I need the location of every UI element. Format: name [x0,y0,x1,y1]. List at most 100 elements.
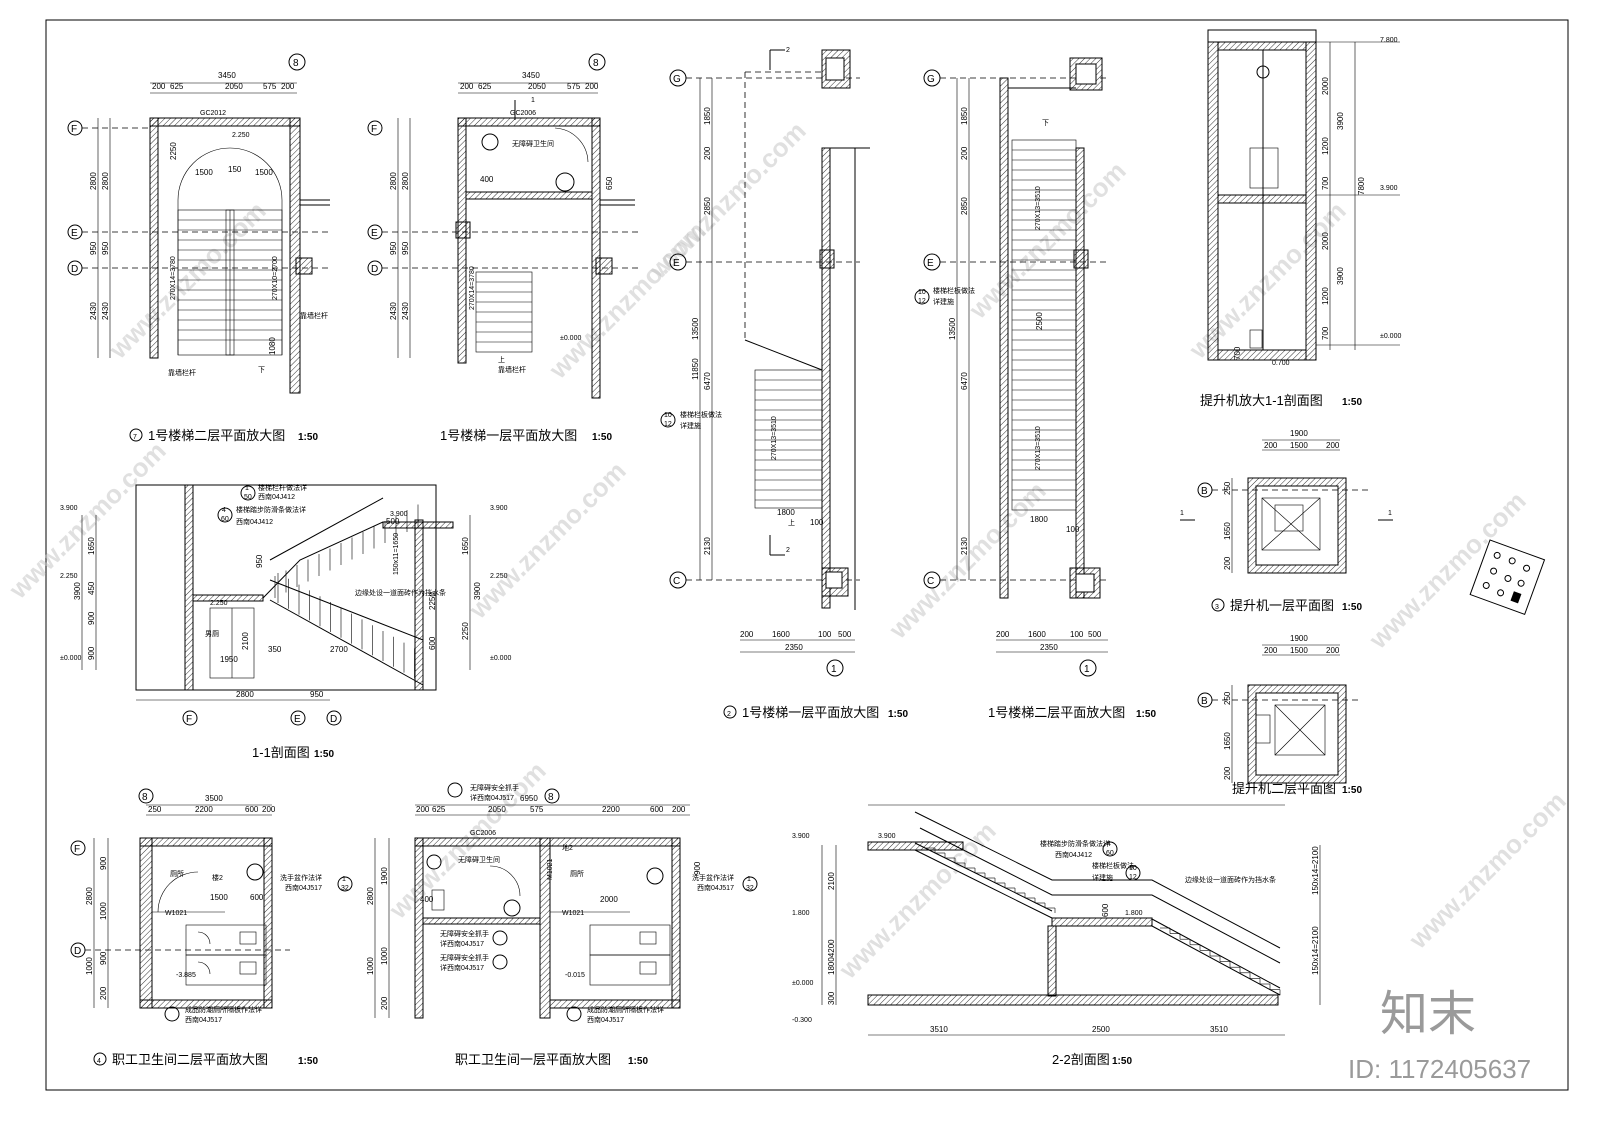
dim-text: 1850 [960,107,969,125]
dim-text: 2800 [389,172,398,190]
dim-text: 400 [420,895,434,904]
stair-dim: 270X13=3510 [1035,186,1042,230]
dim-text: 1200 [1321,137,1330,155]
room-label: 无障碍卫生间 [512,139,554,148]
watermark-text: www.znzmo.com [642,116,811,285]
ref-num: 60 [221,516,229,523]
ref-num: 1 [342,876,346,883]
plan-lift-floor2: 1900 200 1500 200 B 250 1650 200 提升机二层平面… [1197,634,1362,796]
level-text: 2.250 [60,573,78,580]
dim-text: 950 [255,554,264,568]
drawing-title: 2-2剖面图 [1052,1052,1110,1067]
dim-text: 1000 [366,957,375,975]
qr-stamp [1469,539,1546,615]
drawing-number: 4 [97,1058,101,1065]
watermark-text: www.znzmo.com [882,476,1051,645]
dim-text: 2050 [225,82,243,91]
note-text: 楼梯栏板做法 [680,410,722,419]
stair-treads [476,281,532,343]
dim-text: 2800 [101,172,110,190]
section-mark: 2 [786,47,790,54]
axis-G: G [673,74,681,85]
dim-text: 2500 [1092,1025,1110,1034]
note-text: 西南04J517 [587,1015,624,1024]
dim-text: 1800 [1030,515,1048,524]
dim-text: 575 [530,805,544,814]
dim-text: 300 [827,991,836,1005]
dim-text: 200 [1223,766,1232,780]
section-mark: 1 [531,97,535,104]
dim-text: 2000 [1321,77,1330,95]
dim-text: 1650 [461,537,470,555]
dim-text: 200 [703,146,712,160]
dim-text: 1650 [1223,732,1232,750]
axis-E: E [927,258,934,269]
drawing-scale: 1:50 [1136,709,1156,720]
ref-num: 12 [1129,874,1137,881]
dim-text: 900 [99,856,108,870]
dim-text: 700 [1233,346,1242,360]
note-text: 西南04J412 [236,517,273,526]
drawing-scale: 1:50 [314,749,334,760]
dim-text: 2130 [703,537,712,555]
dim-text: 100 [1066,525,1080,534]
dim-text: 1850 [703,107,712,125]
watermark-text: www.znzmo.com [462,456,631,625]
dim-text: 2200 [195,805,213,814]
level-text: 3.900 [878,833,896,840]
dim-text: 200 [281,82,295,91]
dim-text: 1080 [268,337,277,355]
stair-dim: 270X14=3780 [469,266,476,310]
dim-text: 1000 [99,902,108,920]
dim-text: 1900 [380,867,389,885]
dim-text: 18004200 [827,939,836,975]
ref-num: 60 [1106,850,1114,857]
dim-text: 700 [1321,326,1330,340]
dim-text: 500 [1088,630,1102,639]
note-text: 详建施 [933,297,954,306]
axis-F: F [371,124,377,135]
drawing-title: 1号楼梯二层平面放大图 [988,705,1125,720]
dim-text: 200 [416,805,430,814]
dim-text: 250 [1223,481,1232,495]
dim-text: 625 [170,82,184,91]
note-text: 楼梯栏板做法 [933,286,975,295]
dim-text: 700 [1321,176,1330,190]
axis-D: D [330,714,337,725]
dim-text: 6470 [960,372,969,390]
dim-text: 950 [101,241,110,255]
dim-text: 2800 [85,887,94,905]
plan-stair1-floor2: 3450 200 625 2050 575 200 8 GC2012 [67,53,330,443]
dim-text: 200 [1326,441,1340,450]
section-lift-1-1: 2000 1200 700 2000 1200 700 3900 3900 78… [1200,29,1401,408]
note-text: 楼梯栏杆做法详 [258,483,307,492]
level-text: ±0.000 [560,335,581,342]
note-text: 无障碍安全抓手 [470,783,519,792]
rail-label: 靠墙栏杆 [168,368,196,377]
dim-text: 900 [693,861,702,875]
ref-num: 4 [1107,841,1111,848]
note-text: 楼梯踏步防滑条做法详 [236,505,306,514]
level-text: -0.300 [792,1017,812,1024]
note-text: 详西南04J517 [440,939,484,948]
note-text: 洗手盆作法详 [280,873,322,882]
down-label: 下 [258,366,265,374]
room-label: 地2 [562,843,573,852]
dim-text: 200 [1326,646,1340,655]
level-text: 2.250 [490,573,508,580]
dim-text: 6950 [520,794,538,803]
note-text: 详西南04J517 [440,963,484,972]
dim-text: 2500 [1035,312,1044,330]
dim-text: 600 [1101,903,1110,917]
stair-dim: 270X13=3510 [1035,426,1042,470]
drawing-scale: 1:50 [592,432,612,443]
axis-B: B [1201,696,1208,707]
axis-F: F [186,714,192,725]
stair-treads [177,209,283,356]
dim-text: 3450 [522,71,540,80]
drawing-scale: 1:50 [298,1056,318,1067]
drawing-title: 1-1剖面图 [252,745,310,760]
dim-text: 200 [152,82,166,91]
dim-text: 2000 [600,895,618,904]
axis-F: F [71,124,77,135]
